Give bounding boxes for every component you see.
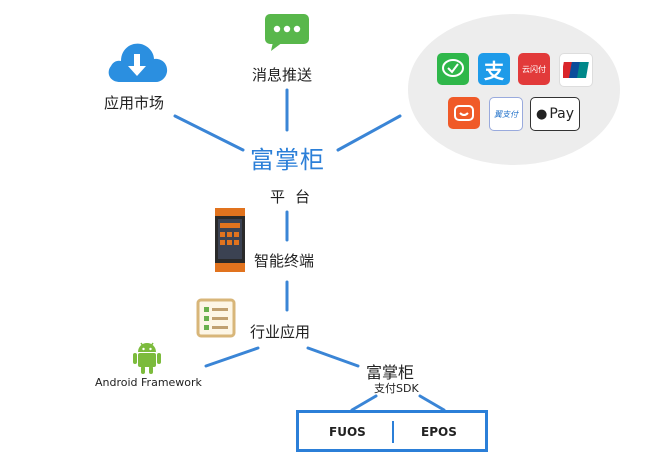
fuos-label: FUOS <box>329 425 366 439</box>
chat-bubble-icon <box>263 12 311 52</box>
line-market-brand <box>173 114 245 152</box>
line-sdk-left <box>350 394 378 412</box>
platform-label: 平台 <box>270 188 321 206</box>
sdk-divider <box>392 421 394 443</box>
yi-pay-icon: 翼支付 <box>489 97 523 131</box>
phone-terminal-icon <box>214 207 246 273</box>
brand-title: 富掌柜 <box>250 146 325 174</box>
sdk-brand-label: 富掌柜 <box>366 363 415 382</box>
alipay-glyph: 支 <box>484 58 504 83</box>
sdk-label: 支付SDK <box>374 382 419 395</box>
yi-pay-label: 翼支付 <box>494 109 518 119</box>
line-industry-sdk <box>306 346 360 368</box>
apple-pay-label: Pay <box>549 106 575 122</box>
line-sdk-right <box>418 394 446 412</box>
industry-app-label: 行业应用 <box>250 323 311 341</box>
alipay-icon: 支 <box>478 53 510 85</box>
push-label: 消息推送 <box>252 66 313 84</box>
android-framework-label: Android Framework <box>95 376 202 389</box>
apple-logo-icon: ● <box>535 106 548 122</box>
terminal-label: 智能终端 <box>254 252 315 270</box>
line-pay-brand <box>336 114 402 152</box>
yunshanfu-icon: 云闪付 <box>518 53 550 85</box>
cloud-download-icon <box>104 36 170 86</box>
meituan-pay-icon <box>448 97 480 129</box>
payment-methods-panel <box>408 14 620 165</box>
list-document-icon <box>196 298 236 338</box>
apple-pay-icon: ● Pay <box>530 97 580 131</box>
sdk-components-box: FUOS EPOS <box>296 410 488 452</box>
line-industry-android <box>204 346 260 368</box>
epos-label: EPOS <box>421 425 457 439</box>
yunshanfu-label: 云闪付 <box>522 64 546 74</box>
app-market-label: 应用市场 <box>104 94 165 112</box>
unionpay-icon <box>559 53 593 87</box>
wechat-pay-icon <box>437 53 469 85</box>
android-icon <box>131 340 163 376</box>
